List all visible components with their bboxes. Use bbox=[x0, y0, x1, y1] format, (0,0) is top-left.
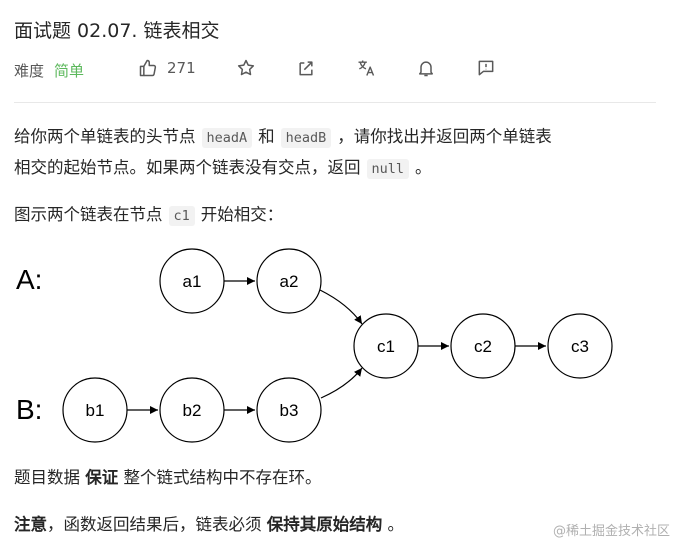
linked-list-diagram: A: B: a1 a2 b1 b2 b3 c1 c2 c3 bbox=[16, 248, 613, 443]
description-line-1: 给你两个单链表的头节点 headA 和 headB ，请你找出并返回两个单链表 bbox=[14, 122, 552, 153]
description-text: 图示两个链表在节点 bbox=[14, 205, 163, 224]
share-icon[interactable] bbox=[296, 57, 318, 79]
description-text: 和 bbox=[258, 127, 275, 146]
difficulty-label: 难度 bbox=[14, 61, 45, 80]
description-text: 相交的起始节点。如果两个链表没有交点，返回 bbox=[14, 158, 361, 177]
star-icon[interactable] bbox=[236, 57, 258, 79]
list-b-label: B: bbox=[16, 394, 42, 425]
difficulty-value: 简单 bbox=[54, 61, 85, 80]
node-a1 bbox=[159, 248, 225, 314]
problem-meta: 难度 简单 bbox=[14, 58, 84, 82]
description-text: 开始相交： bbox=[200, 205, 284, 224]
description-text: ，请你找出并返回两个单链表 bbox=[337, 127, 552, 146]
footer-text: 整个链式结构中不存在环。 bbox=[123, 468, 322, 487]
arrow-a2-c1 bbox=[319, 289, 363, 325]
node-a2-label: a2 bbox=[280, 272, 299, 291]
watermark: @稀土掘金技术社区 bbox=[552, 524, 670, 539]
bell-icon[interactable] bbox=[416, 57, 438, 79]
code-null: null bbox=[366, 159, 410, 179]
node-b1 bbox=[62, 377, 128, 443]
node-c1 bbox=[353, 313, 419, 379]
node-c3 bbox=[547, 313, 613, 379]
list-a-label: A: bbox=[16, 264, 42, 295]
node-b3-label: b3 bbox=[280, 401, 299, 420]
problem-title: 面试题 02.07. 链表相交 bbox=[14, 20, 220, 42]
code-headB: headB bbox=[280, 128, 332, 148]
footer-text: ，函数返回结果后，链表必须 bbox=[47, 515, 262, 534]
node-b2-label: b2 bbox=[183, 401, 202, 420]
footer-line-2: 注意，函数返回结果后，链表必须 保持其原始结构 。 bbox=[14, 510, 404, 540]
arrow-b3-c1 bbox=[320, 367, 363, 399]
description-text: 。 bbox=[415, 158, 432, 177]
node-c1-label: c1 bbox=[377, 337, 395, 356]
description-line-2: 相交的起始节点。如果两个链表没有交点，返回 null 。 bbox=[14, 153, 432, 184]
footer-line-1: 题目数据 保证 整个链式结构中不存在环。 bbox=[14, 463, 322, 493]
thumbs-up-icon[interactable] bbox=[138, 57, 160, 79]
node-c3-label: c3 bbox=[571, 337, 589, 356]
node-a1-label: a1 bbox=[183, 272, 202, 291]
node-b1-label: b1 bbox=[86, 401, 105, 420]
footer-bold: 注意 bbox=[14, 515, 47, 534]
footer-text: 题目数据 bbox=[14, 468, 80, 487]
node-c2 bbox=[450, 313, 516, 379]
footer-bold: 保证 bbox=[85, 468, 119, 487]
comment-icon[interactable] bbox=[476, 57, 498, 79]
code-headA: headA bbox=[201, 128, 253, 148]
description-text: 给你两个单链表的头节点 bbox=[14, 127, 196, 146]
description-line-3: 图示两个链表在节点 c1 开始相交： bbox=[14, 200, 283, 231]
node-b2 bbox=[159, 377, 225, 443]
header-divider bbox=[14, 102, 656, 103]
footer-text: 。 bbox=[387, 515, 405, 534]
node-c2-label: c2 bbox=[474, 337, 492, 356]
node-b3 bbox=[256, 377, 322, 443]
translate-icon[interactable] bbox=[356, 57, 378, 79]
node-a2 bbox=[256, 248, 322, 314]
code-c1: c1 bbox=[168, 206, 195, 226]
like-count: 271 bbox=[167, 59, 196, 77]
footer-bold: 保持其原始结构 bbox=[266, 515, 383, 534]
